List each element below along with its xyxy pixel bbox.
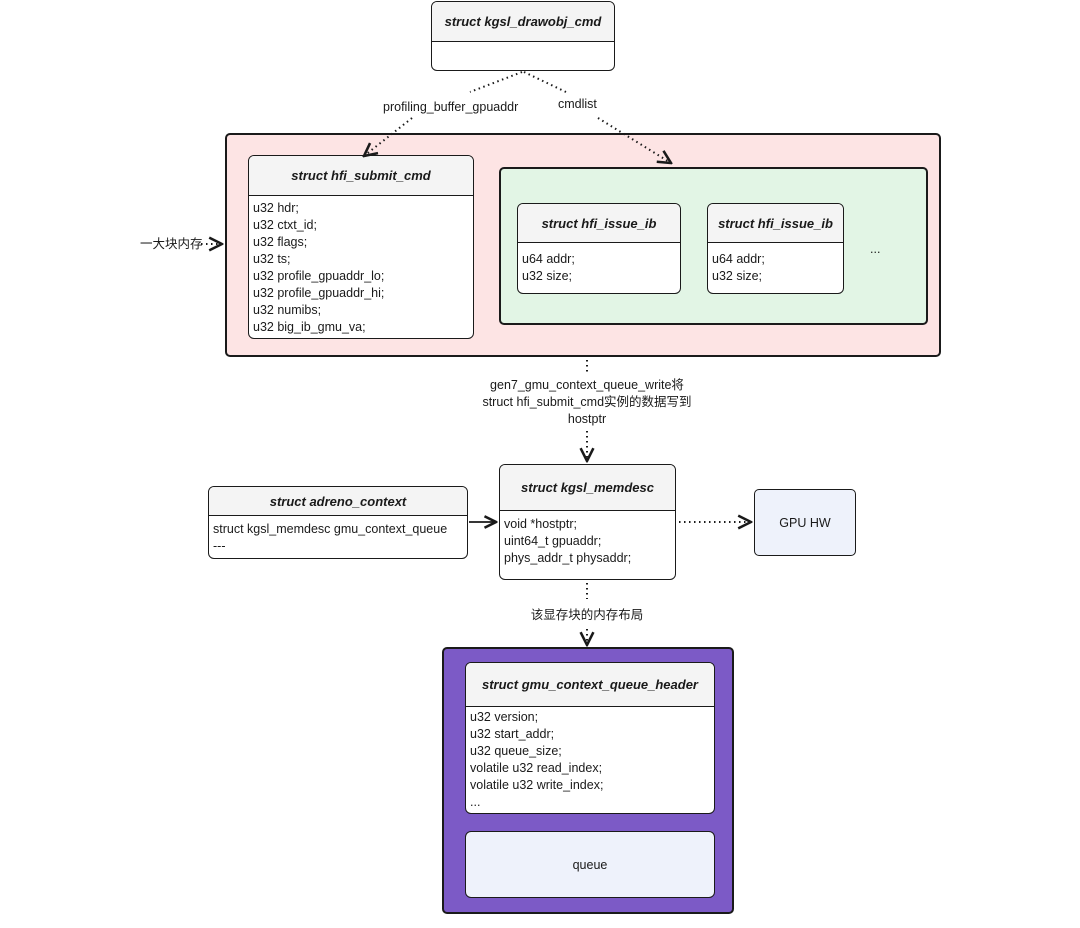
struct-field: u32 queue_size; — [470, 744, 562, 758]
struct-adreno-context: struct adreno_context struct kgsl_memdes… — [208, 486, 468, 559]
struct-field: u32 size; — [522, 269, 573, 283]
struct-field: u64 addr; — [712, 252, 765, 266]
queue-write-label-line1: gen7_gmu_context_queue_write将 — [490, 378, 684, 392]
struct-field: u32 size; — [712, 269, 763, 283]
struct-hfi-issue-ib-2: struct hfi_issue_ib u64 addr; u32 size; — [707, 203, 844, 294]
struct-title: struct hfi_issue_ib — [708, 204, 843, 243]
gpu-hw-box: GPU HW — [754, 489, 856, 556]
struct-field: volatile u32 write_index; — [470, 778, 604, 792]
struct-kgsl-drawobj-cmd: struct kgsl_drawobj_cmd — [431, 1, 615, 71]
profiling-buffer-label: profiling_buffer_gpuaddr — [383, 100, 519, 114]
struct-field: struct kgsl_memdesc gmu_context_queue — [213, 522, 448, 536]
struct-field: u32 numibs; — [253, 303, 322, 317]
struct-gmu-context-queue-header: struct gmu_context_queue_header u32 vers… — [465, 662, 715, 814]
struct-title: struct kgsl_drawobj_cmd — [432, 2, 614, 42]
struct-field: u32 ts; — [253, 252, 291, 266]
cmdlist-arrow — [523, 71, 567, 93]
struct-field: ... — [470, 795, 481, 809]
queue-write-label: gen7_gmu_context_queue_write将 struct hfi… — [467, 377, 707, 428]
struct-kgsl-memdesc: struct kgsl_memdesc void *hostptr; uint6… — [499, 464, 676, 580]
struct-field: u32 profile_gpuaddr_lo; — [253, 269, 385, 283]
struct-field: u32 hdr; — [253, 201, 299, 215]
struct-field: u32 ctxt_id; — [253, 218, 317, 232]
more-issue-ib-ellipsis: ... — [870, 242, 881, 256]
struct-title: struct kgsl_memdesc — [500, 465, 675, 511]
struct-title: struct hfi_issue_ib — [518, 204, 680, 243]
struct-field: --- — [213, 539, 226, 553]
queue-write-label-line3: hostptr — [567, 412, 607, 426]
struct-hfi-submit-cmd: struct hfi_submit_cmd u32 hdr; u32 ctxt_… — [248, 155, 474, 339]
struct-title: struct gmu_context_queue_header — [466, 663, 714, 707]
struct-field: u32 version; — [470, 710, 539, 724]
memory-layout-label: 该显存块的内存布局 — [530, 608, 644, 622]
struct-title: struct hfi_submit_cmd — [249, 156, 473, 196]
struct-field: uint64_t gpuaddr; — [504, 534, 602, 548]
struct-field: u64 addr; — [522, 252, 575, 266]
queue-box: queue — [465, 831, 715, 898]
struct-field: u32 big_ib_gmu_va; — [253, 320, 366, 334]
profiling-buffer-arrow — [469, 71, 523, 93]
struct-field: phys_addr_t physaddr; — [504, 551, 632, 565]
struct-field: u32 flags; — [253, 235, 308, 249]
struct-field: volatile u32 read_index; — [470, 761, 603, 775]
cmdlist-label: cmdlist — [558, 97, 597, 111]
struct-title: struct adreno_context — [209, 487, 467, 516]
struct-hfi-issue-ib-1: struct hfi_issue_ib u64 addr; u32 size; — [517, 203, 681, 294]
struct-field: u32 profile_gpuaddr_hi; — [253, 286, 385, 300]
struct-field: void *hostptr; — [504, 517, 577, 531]
big-memory-label: 一大块内存 — [140, 237, 203, 251]
queue-write-label-line2: struct hfi_submit_cmd实例的数据写到 — [482, 395, 692, 409]
struct-field: u32 start_addr; — [470, 727, 555, 741]
